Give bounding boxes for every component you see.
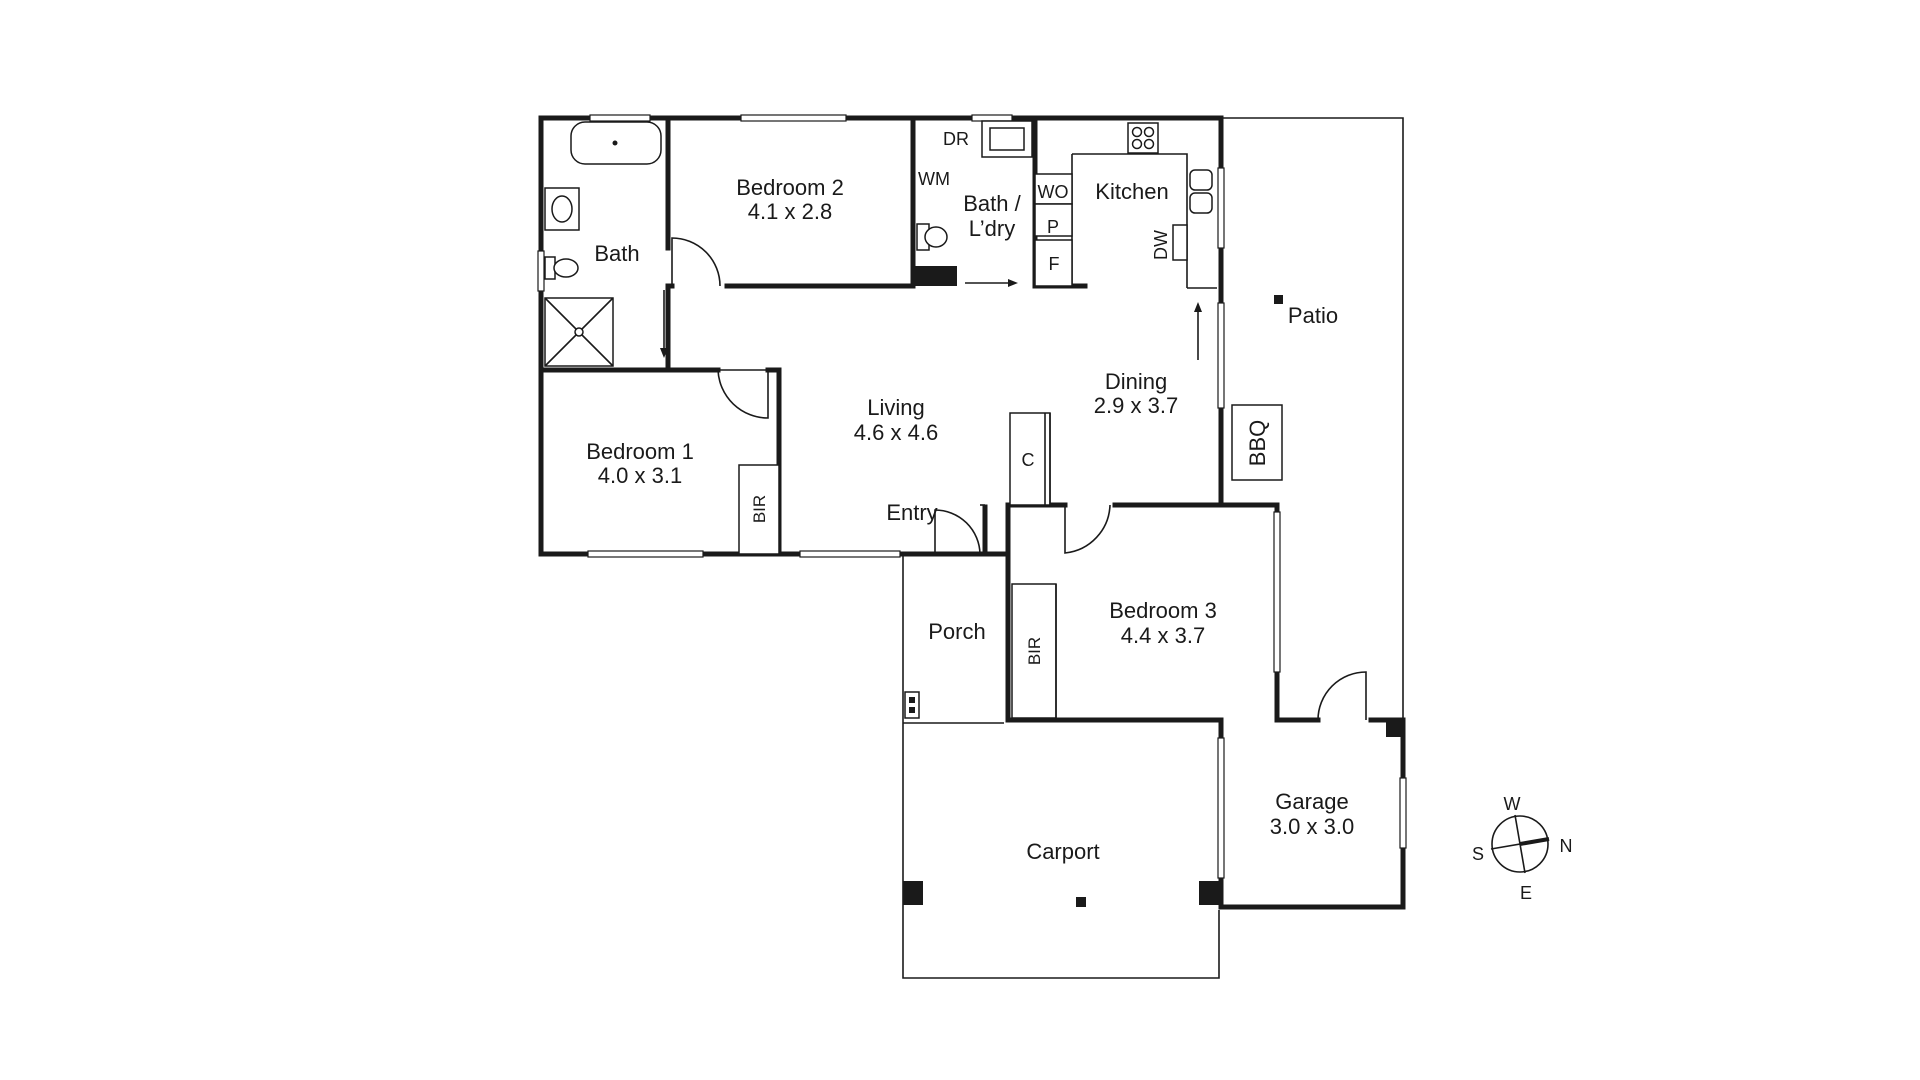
label-bbq: BBQ bbox=[1245, 420, 1270, 466]
label-patio: Patio bbox=[1288, 303, 1338, 328]
doors bbox=[660, 237, 1367, 721]
label-kitchen: Kitchen bbox=[1095, 179, 1168, 204]
label-bedroom1: Bedroom 1 bbox=[586, 439, 694, 464]
compass-circle bbox=[1491, 815, 1549, 873]
label-bedroom2: Bedroom 2 bbox=[736, 175, 844, 200]
label-bath: Bath bbox=[594, 241, 639, 266]
label-bath-laundry-2: L’dry bbox=[969, 216, 1015, 241]
compass: W S N E bbox=[1472, 794, 1573, 903]
compass-s: S bbox=[1472, 844, 1484, 864]
storage bbox=[738, 412, 1057, 719]
compass-w: W bbox=[1504, 794, 1521, 814]
compass-needle bbox=[1519, 837, 1550, 846]
label-wo: WO bbox=[1038, 182, 1069, 202]
laundry-fixtures bbox=[913, 120, 1033, 286]
label-p: P bbox=[1047, 217, 1059, 237]
size-bedroom1: 4.0 x 3.1 bbox=[598, 463, 682, 488]
size-bedroom3: 4.4 x 3.7 bbox=[1121, 623, 1205, 648]
carport-outline bbox=[902, 723, 1220, 979]
label-bath-laundry-1: Bath / bbox=[963, 191, 1021, 216]
label-cupboard: C bbox=[1022, 450, 1035, 470]
fixture-labels: DR WM WO P F DW BBQ C BIR BIR bbox=[750, 129, 1270, 665]
label-bir-bed1: BIR bbox=[750, 495, 769, 523]
size-garage: 3.0 x 3.0 bbox=[1270, 814, 1354, 839]
compass-e: E bbox=[1520, 883, 1532, 903]
size-bedroom2: 4.1 x 2.8 bbox=[748, 199, 832, 224]
label-f: F bbox=[1049, 254, 1060, 274]
label-bir-bed3: BIR bbox=[1025, 637, 1044, 665]
patio-outline bbox=[1221, 117, 1404, 719]
size-dining: 2.9 x 3.7 bbox=[1094, 393, 1178, 418]
patio-items bbox=[1231, 295, 1283, 481]
windows bbox=[537, 114, 1407, 879]
label-carport: Carport bbox=[1026, 839, 1099, 864]
label-garage: Garage bbox=[1275, 789, 1348, 814]
label-dw: DW bbox=[1151, 230, 1171, 260]
label-bedroom3: Bedroom 3 bbox=[1109, 598, 1217, 623]
carport-posts bbox=[903, 691, 1403, 907]
compass-n: N bbox=[1560, 836, 1573, 856]
label-entry: Entry bbox=[886, 500, 937, 525]
label-dining: Dining bbox=[1105, 369, 1167, 394]
label-living: Living bbox=[867, 395, 924, 420]
room-labels: Bath Bedroom 2 4.1 x 2.8 Bath / L’dry Ki… bbox=[586, 175, 1354, 864]
kitchen-fixtures bbox=[1034, 122, 1217, 289]
wall-bedroom3 bbox=[1005, 502, 1223, 723]
size-living: 4.6 x 4.6 bbox=[854, 420, 938, 445]
bath-fixtures bbox=[544, 121, 662, 367]
label-dr: DR bbox=[943, 129, 969, 149]
label-wm: WM bbox=[918, 169, 950, 189]
label-porch: Porch bbox=[928, 619, 985, 644]
